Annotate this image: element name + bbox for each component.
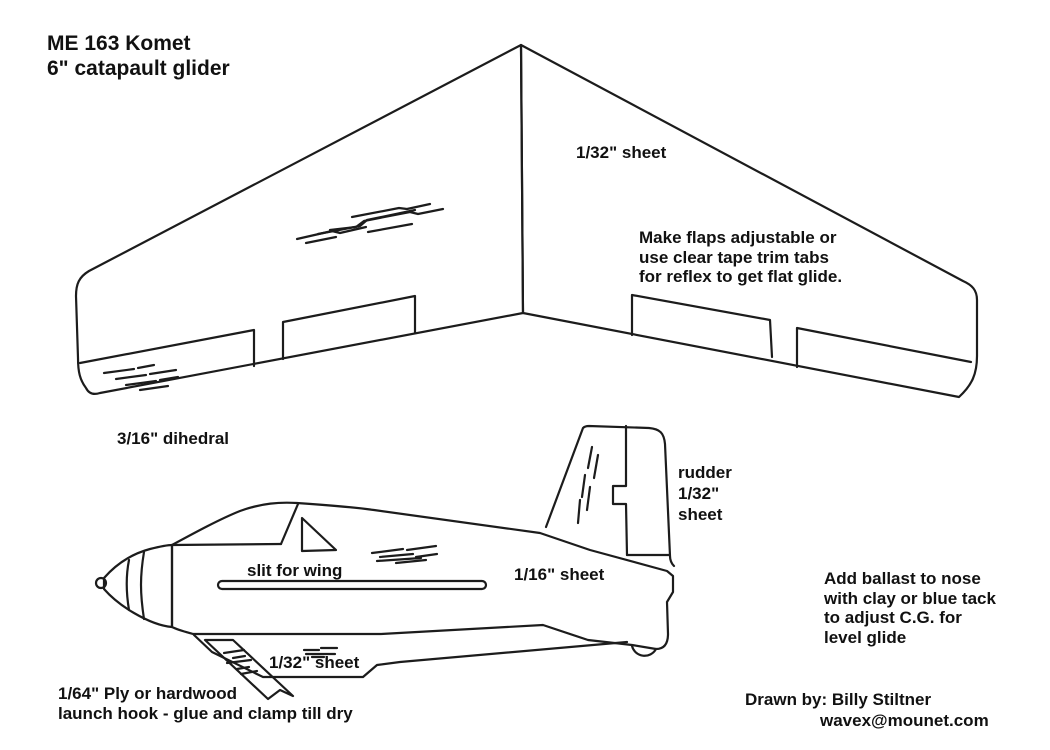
hook-note-line2: launch hook - glue and clamp till dry [58, 704, 353, 723]
nose-tip-knob [94, 576, 108, 590]
wing-right-panel-outline [519, 43, 979, 399]
page-title: ME 163 Komet 6" catapault glider [47, 31, 230, 81]
flaps-note: Make flaps adjustable or use clear tape … [639, 228, 842, 287]
canopy-windshield-line [279, 502, 300, 546]
tail-fin [544, 424, 676, 568]
fuselage-sheet-label: 1/16" sheet [514, 565, 605, 584]
ballast-note-line1: Add ballast to nose [824, 569, 981, 588]
nose-cone-outline [102, 543, 174, 629]
flaps-note-line3: for reflex to get flat glide. [639, 267, 843, 286]
credit-drawn-by: Drawn by: Billy Stiltner [745, 690, 932, 709]
rudder-note-line1: rudder [678, 463, 732, 482]
wing-sheet-label: 1/32" sheet [576, 143, 667, 162]
page-title-line2: 6" catapault glider [47, 57, 230, 80]
launch-hook [203, 638, 295, 701]
wingtip-grain-marks [102, 363, 180, 392]
fuselage-outline [170, 501, 675, 651]
nose-ballast-ring-2 [139, 550, 146, 621]
ballast-note-line3: to adjust C.G. for [824, 608, 962, 627]
slit-label: slit for wing [247, 561, 343, 580]
ballast-note-line4: level glide [824, 627, 907, 647]
elevon-right-inboard [630, 293, 774, 359]
rudder-hinge-line [611, 424, 629, 557]
flaps-note-line1: Make flaps adjustable or [639, 228, 837, 247]
ballast-note: Add ballast to nose with clay or blue ta… [824, 569, 996, 647]
elevon-right-outboard [795, 326, 973, 369]
tail-wheel [630, 644, 658, 657]
dihedral-label: 3/16" dihedral [117, 429, 229, 448]
hook-note-line1: 1/64" Ply or hardwood [58, 684, 238, 703]
launch-hook-grain-marks [222, 648, 259, 676]
rudder-note-line2: 1/32" [678, 484, 720, 503]
fuselage-side-view [94, 501, 675, 701]
rudder-note: rudder 1/32" sheet [678, 462, 732, 525]
hook-note: 1/64" Ply or hardwood launch hook - glue… [58, 684, 353, 724]
wing-slit [216, 579, 488, 591]
wing-top-view [74, 43, 979, 399]
wing-grain-marks [295, 202, 445, 245]
rudder-note-line3: sheet [678, 505, 723, 524]
fin-grain-marks [576, 445, 600, 525]
elevon-left-inboard [281, 294, 417, 361]
elevon-left-outboard [78, 328, 256, 368]
canopy-rear-window-triangle [300, 516, 338, 553]
credit-email: wavex@mounet.com [820, 711, 989, 730]
fuselage-grain-marks [370, 544, 439, 565]
ventral-skid-outline [192, 633, 629, 679]
page-title-line1: ME 163 Komet [47, 32, 191, 55]
ballast-note-line2: with clay or blue tack [824, 588, 996, 608]
ventral-grain-marks [302, 646, 339, 659]
nose-deck-line [170, 542, 283, 547]
flaps-note-line2: use clear tape trim tabs [639, 247, 829, 267]
fin-outline [544, 424, 676, 568]
nose-ballast-ring-1 [125, 558, 131, 612]
wing-left-panel-outline [74, 43, 525, 396]
ventral-sheet-label: 1/32" sheet [269, 653, 360, 672]
